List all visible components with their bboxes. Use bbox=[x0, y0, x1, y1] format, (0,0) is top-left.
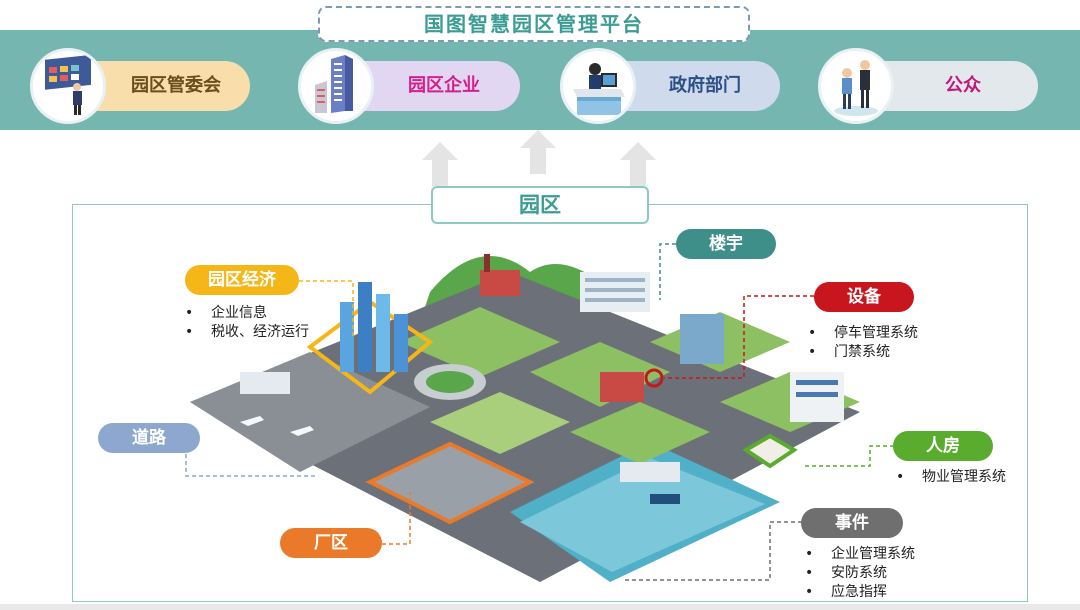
up-arrow-icon bbox=[620, 142, 656, 186]
stakeholder-label: 政府部门 bbox=[669, 75, 741, 96]
up-arrow-icon bbox=[520, 130, 556, 174]
housing-list: 物业管理系统 bbox=[896, 468, 1006, 487]
event-list: 企业管理系统 安防系统 应急指挥 bbox=[805, 545, 915, 602]
list-item: 企业管理系统 bbox=[805, 545, 915, 564]
tag-factory[interactable]: 厂区 bbox=[280, 528, 382, 558]
park-city-illustration bbox=[190, 254, 860, 582]
event-leader-line bbox=[624, 521, 802, 581]
government-office-icon bbox=[560, 48, 636, 124]
stakeholder-label: 园区企业 bbox=[408, 75, 480, 96]
platform-title: 国图智慧园区管理平台 bbox=[318, 6, 750, 42]
economy-leader-line bbox=[299, 280, 354, 337]
footer-divider bbox=[0, 604, 1080, 610]
tag-housing[interactable]: 人房 bbox=[893, 431, 993, 461]
stakeholder-label: 园区管委会 bbox=[131, 75, 221, 96]
stakeholder-label: 公众 bbox=[945, 75, 981, 96]
enterprise-building-icon bbox=[298, 48, 374, 124]
equipment-leader-line bbox=[664, 295, 814, 379]
tag-event[interactable]: 事件 bbox=[801, 508, 903, 538]
public-people-icon bbox=[818, 48, 894, 124]
tag-economy[interactable]: 园区经济 bbox=[185, 265, 299, 295]
list-item: 安防系统 bbox=[805, 564, 915, 583]
economy-list: 企业信息 税收、经济运行 bbox=[185, 304, 309, 342]
park-title: 园区 bbox=[431, 186, 649, 224]
up-arrow-icon bbox=[422, 142, 458, 186]
building-leader-line bbox=[659, 243, 676, 300]
equipment-list: 停车管理系统 门禁系统 bbox=[808, 324, 918, 362]
management-committee-icon bbox=[30, 48, 106, 124]
list-item: 税收、经济运行 bbox=[185, 323, 309, 342]
list-item: 企业信息 bbox=[185, 304, 309, 323]
factory-leader-line bbox=[382, 492, 411, 545]
list-item: 门禁系统 bbox=[808, 343, 918, 362]
list-item: 物业管理系统 bbox=[896, 468, 1006, 487]
tag-building[interactable]: 楼宇 bbox=[676, 229, 776, 259]
tag-equipment[interactable]: 设备 bbox=[814, 282, 914, 312]
list-item: 应急指挥 bbox=[805, 583, 915, 602]
list-item: 停车管理系统 bbox=[808, 324, 918, 343]
housing-leader-line bbox=[802, 445, 894, 467]
tag-road[interactable]: 道路 bbox=[98, 423, 200, 453]
road-leader-line bbox=[185, 454, 318, 477]
